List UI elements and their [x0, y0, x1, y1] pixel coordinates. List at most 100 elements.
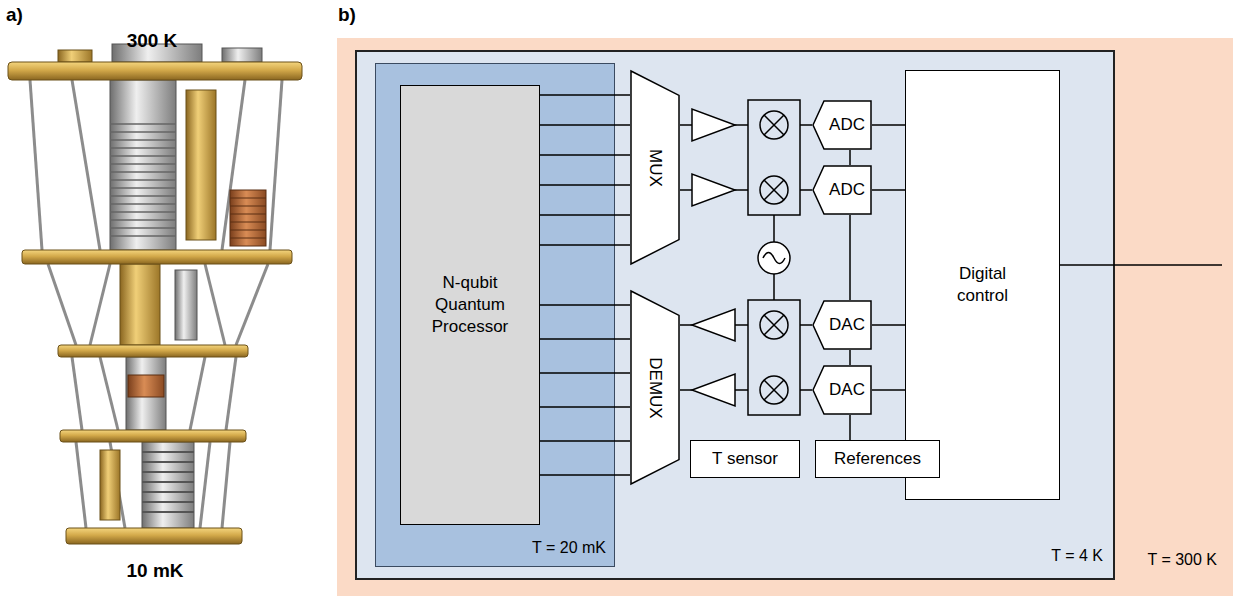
outline	[631, 71, 679, 264]
amplifier-symbol	[692, 109, 735, 406]
oscillator-symbol	[758, 215, 790, 300]
bellows	[120, 264, 160, 345]
signal-wire	[872, 189, 905, 191]
bellows	[110, 124, 176, 236]
text-holder: DAC	[812, 365, 872, 415]
cryostat-plate	[66, 528, 242, 544]
support-rod	[200, 442, 210, 528]
text-holder: N-qubit Quantum Processor	[401, 86, 539, 524]
stage-label: T = 4 K	[1051, 546, 1103, 566]
node-label: T sensor	[712, 448, 778, 470]
signal-wire	[540, 474, 630, 476]
stage-label: T = 300 K	[1147, 550, 1217, 570]
support-rod	[48, 264, 76, 345]
text-holder: DAC	[812, 300, 872, 350]
outline	[813, 101, 871, 149]
mixer-symbol	[748, 100, 800, 215]
bellows	[110, 80, 176, 250]
signal-wire	[849, 415, 851, 440]
support-rod	[270, 80, 282, 250]
mixer-symbol	[748, 300, 800, 415]
signal-wire	[540, 154, 630, 156]
adc-block: ADC	[812, 100, 872, 150]
amplifier-symbol	[692, 309, 735, 341]
node-label: ADC	[829, 114, 865, 136]
amplifier-symbol	[692, 374, 735, 406]
bellows	[100, 450, 120, 520]
bellows	[128, 375, 164, 397]
output-wire	[1060, 264, 1222, 266]
node-label: MUX	[644, 149, 666, 187]
signal-wire	[849, 215, 851, 300]
text-holder: References	[816, 441, 939, 477]
text-holder: ADC	[812, 165, 872, 215]
oscillator-symbol	[773, 215, 775, 242]
outline	[813, 366, 871, 414]
oscillator-symbol	[763, 253, 785, 264]
signal-wire	[849, 350, 851, 365]
bellows	[230, 190, 266, 246]
outline	[813, 166, 871, 214]
support-rod	[190, 357, 205, 430]
bellows	[186, 90, 216, 240]
signal-wire	[872, 389, 905, 391]
dac-block: DAC	[812, 365, 872, 415]
signal-wire	[872, 124, 905, 126]
signal-wire	[540, 94, 630, 96]
oscillator-symbol	[758, 242, 790, 274]
cryostat-plate	[22, 250, 292, 264]
bellows	[126, 357, 166, 430]
top-equipment	[222, 48, 262, 62]
support-rod	[30, 80, 282, 528]
panel-label: a)	[6, 4, 23, 26]
processor-box: N-qubit Quantum Processor	[400, 85, 540, 525]
stage-label: T = 20 mK	[532, 538, 606, 558]
node-label: DEMUX	[644, 357, 666, 418]
support-rod	[222, 442, 230, 528]
support-rod	[236, 264, 268, 345]
support-rod	[72, 357, 82, 430]
output-wire	[1060, 264, 1222, 266]
support-rod	[30, 80, 42, 250]
demultiplexer: DEMUX	[630, 290, 680, 485]
text-holder: ADC	[812, 100, 872, 150]
panel-label: b)	[338, 4, 356, 26]
temperature-label: 300 K	[127, 30, 178, 52]
multiplexer: MUX	[630, 70, 680, 265]
node-label: DAC	[829, 379, 865, 401]
cryostat-plate	[60, 430, 246, 442]
bellows	[100, 80, 266, 528]
top-equipment	[58, 50, 92, 62]
dac-block: DAC	[812, 300, 872, 350]
signal-wire	[849, 150, 851, 165]
text-holder: T sensor	[691, 441, 799, 477]
amplifier-symbol	[692, 109, 735, 141]
signal-wire	[540, 372, 630, 374]
bellows	[230, 198, 266, 238]
signal-wire	[540, 440, 630, 442]
node-label: ADC	[829, 179, 865, 201]
signal-wire	[540, 338, 630, 340]
signal-wire	[540, 184, 630, 186]
signal-wire	[540, 304, 630, 306]
digital-control-box: Digital control	[905, 70, 1060, 500]
cryostat-plate	[8, 62, 302, 544]
support-rod	[205, 264, 225, 345]
signal-wire	[540, 244, 630, 246]
outline	[813, 301, 871, 349]
cryostat-plate	[58, 345, 248, 357]
bellows	[175, 270, 197, 340]
outline	[631, 291, 679, 484]
cryostat-plate	[8, 62, 302, 80]
adc-block: ADC	[812, 165, 872, 215]
amplifier-symbol	[692, 174, 735, 206]
support-rod	[100, 357, 118, 430]
support-rod	[72, 80, 100, 250]
temperature-label: 10 mK	[126, 560, 183, 582]
bellows	[142, 452, 194, 512]
text-holder: Digital control	[906, 71, 1059, 499]
